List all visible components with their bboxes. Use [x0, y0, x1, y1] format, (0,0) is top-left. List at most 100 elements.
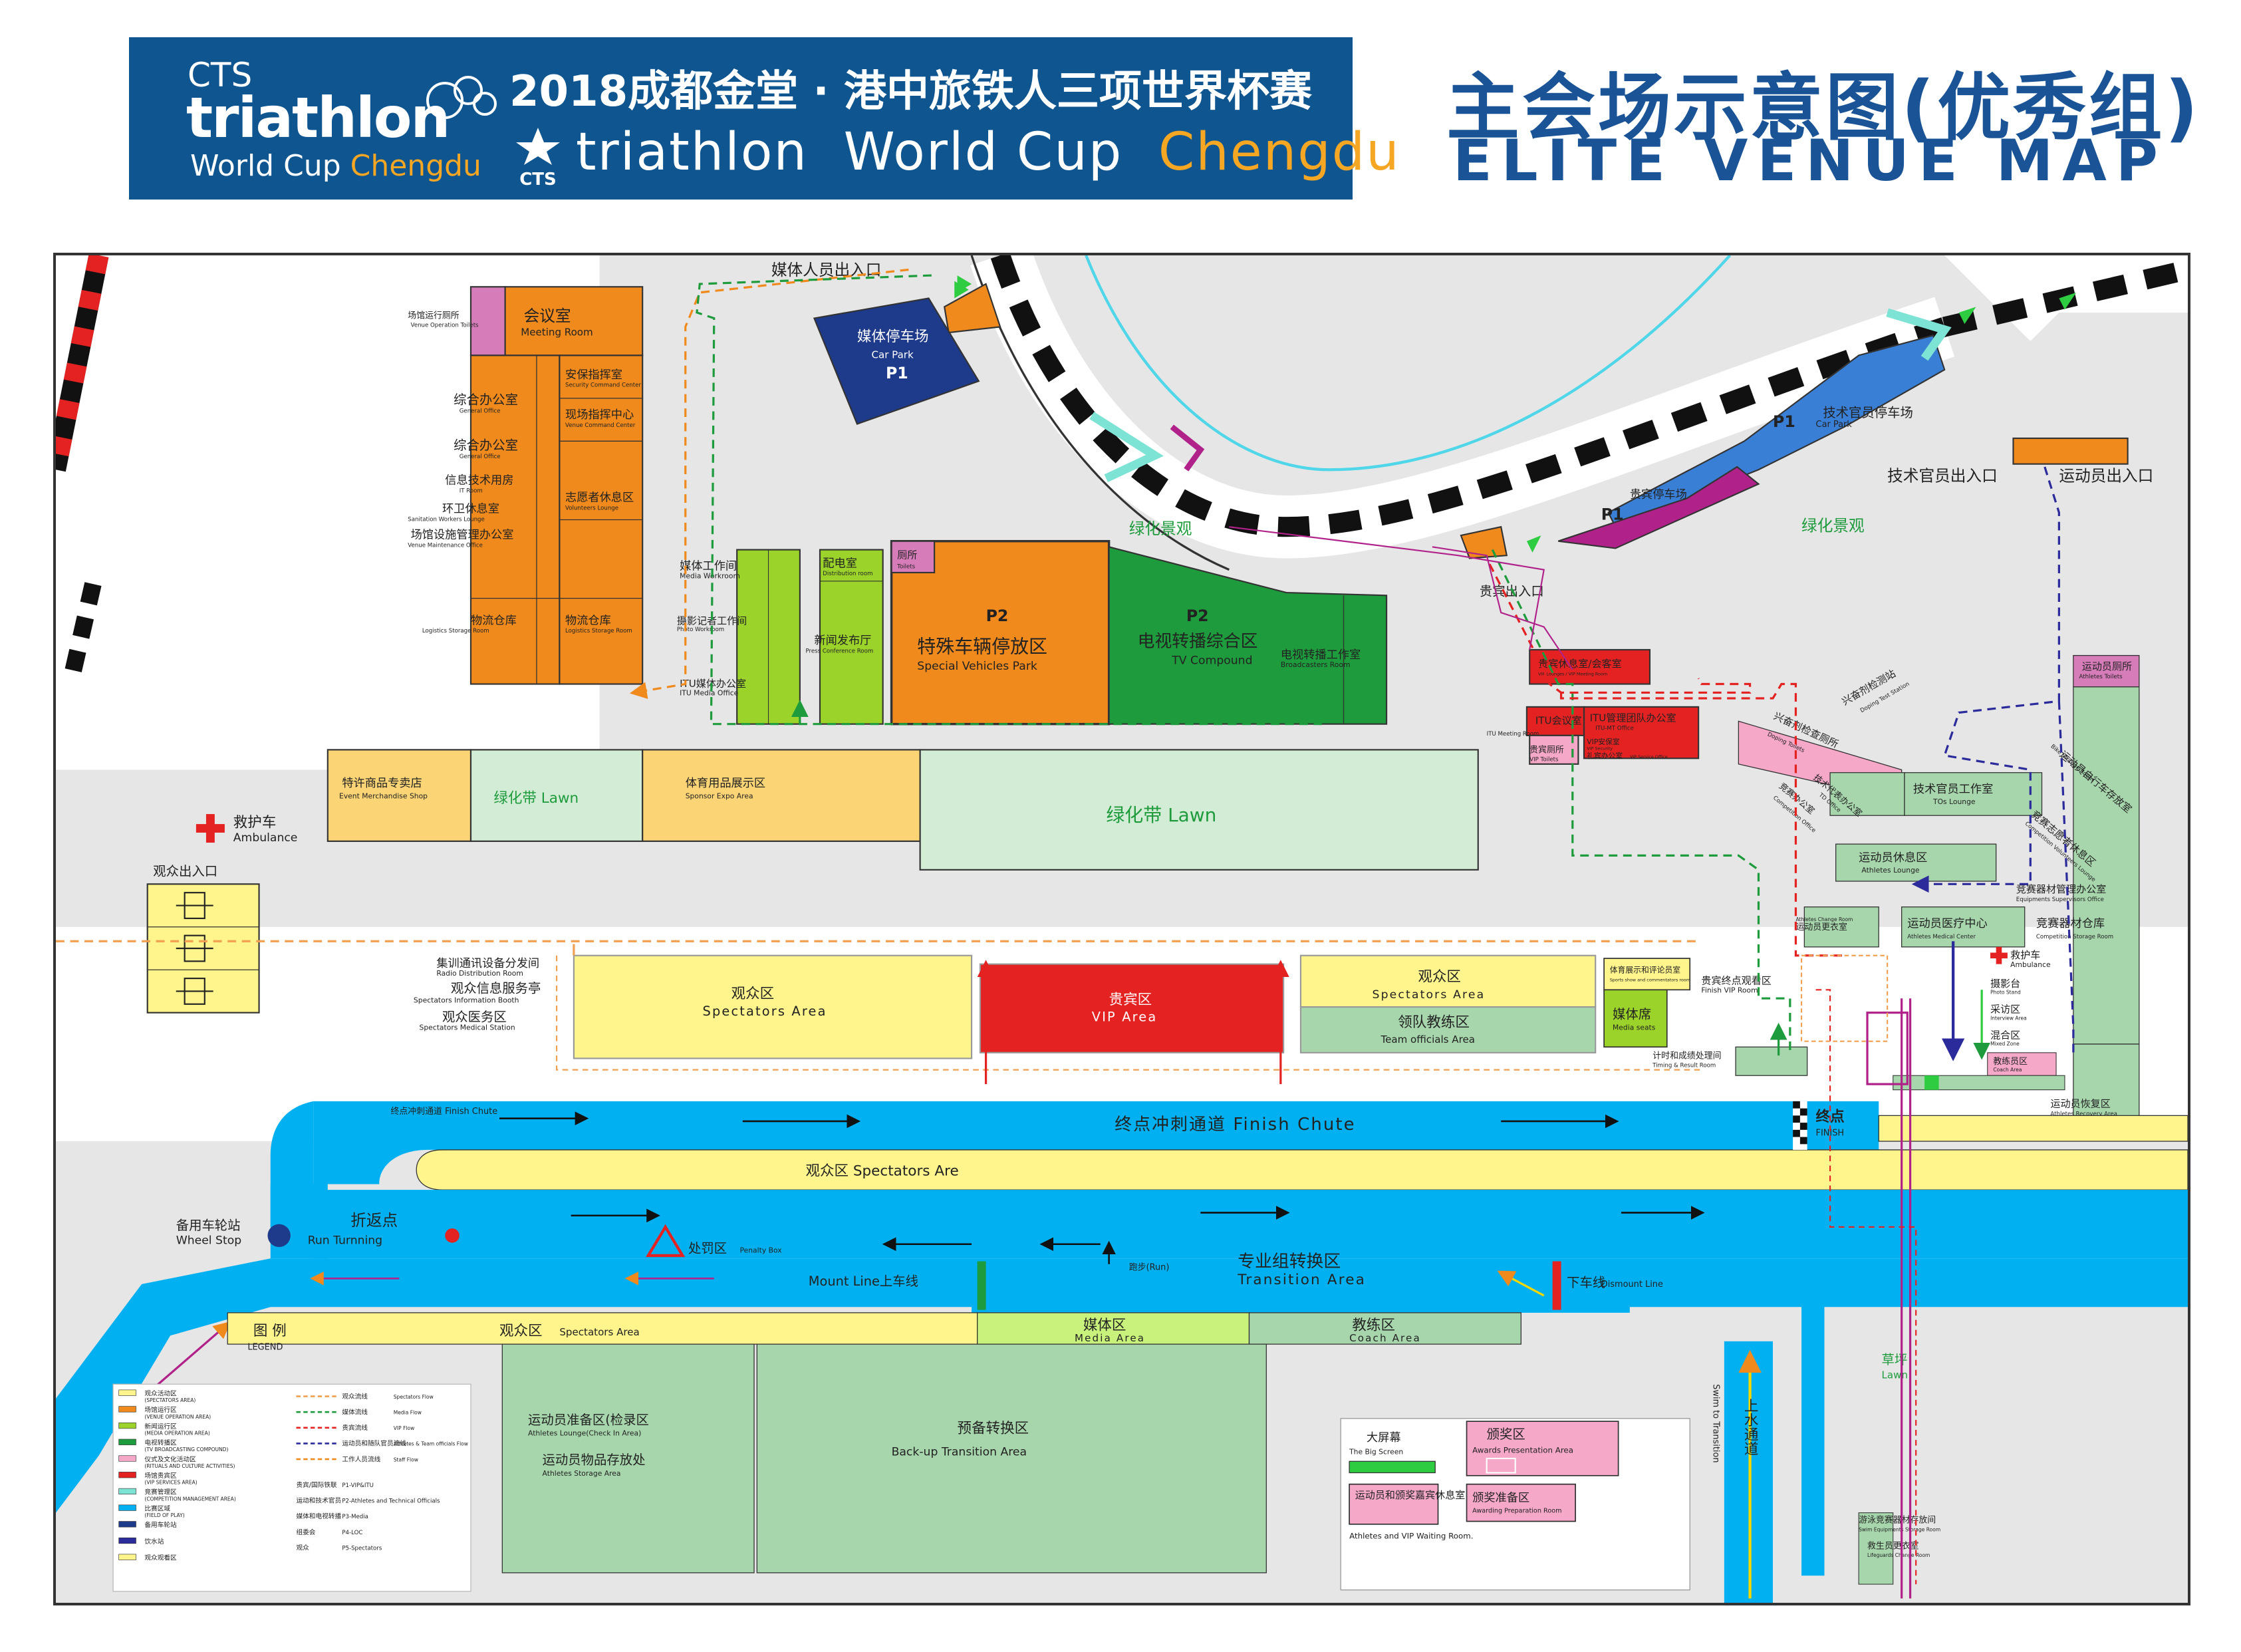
legend-swatch	[118, 1406, 136, 1413]
vip-entrance-gate	[1460, 525, 1508, 559]
awarding-prep-en: Awarding Preparation Room	[1472, 1508, 1561, 1515]
photo-workroom-en: Photo Workroom	[677, 626, 724, 633]
photo-stand-en: Photo Stand	[1990, 990, 2021, 996]
road-chevron-teal-2	[1886, 308, 1952, 361]
team-officials-stand	[1299, 1006, 1597, 1053]
mount-line-marker	[977, 1261, 986, 1310]
greenery-label-2: 绿化景观	[1801, 517, 1865, 535]
spectator-flow-line	[556, 955, 1702, 1071]
media-seats	[1603, 989, 1668, 1048]
lifeguard-cn: 救生员更衣室	[1867, 1540, 1919, 1551]
vip-lounge-en: VIP Lounges / VIP Meeting Room	[1538, 672, 1607, 677]
legend-zone-label: 场馆运行区	[144, 1406, 177, 1414]
awards-cn: 颁奖区	[1487, 1427, 1525, 1442]
team-officials-en: Team officials Area	[1380, 1033, 1475, 1045]
spec-area2-en: Spectators Area	[1373, 988, 1486, 1002]
tos-lounge-en: TOs Lounge	[1932, 797, 1976, 806]
volunteers-cn: 志愿者休息区	[565, 491, 634, 505]
sports-show-room	[1603, 958, 1691, 991]
prep-en: Athletes Lounge(Check In Area)	[528, 1429, 641, 1438]
page-title-en: ELITE VENUE MAP	[1453, 128, 2167, 194]
tech-parking-cn: 技术官员停车场	[1823, 405, 1913, 420]
awarding-prep-room	[1466, 1483, 1576, 1522]
spectators-stand-2	[1299, 954, 1597, 1008]
finish-vip-room	[1800, 954, 1889, 1042]
legend-flow-sub: Athletes & Team officials Flow	[394, 1441, 468, 1447]
athlete-flow-line	[2057, 701, 2075, 1056]
banner-title-en-c: Chengdu	[1158, 122, 1400, 182]
vip-toilets	[1529, 734, 1579, 765]
ambulance-icon-1	[196, 814, 225, 843]
medical-center	[1901, 906, 2026, 948]
finish-vip-cn: 贵宾终点观看区	[1701, 975, 1771, 987]
team-officials-cn: 领队教练区	[1398, 1014, 1470, 1031]
athletes-vip-room	[1349, 1483, 1439, 1525]
venue-map: 媒体人员出入口 媒体停车场 Car Park P1 P1 技术官员停车场 Car…	[46, 245, 2190, 1605]
media-seats-en: Media seats	[1613, 1023, 1656, 1032]
maintenance-en: Venue Maintenance Office	[408, 542, 483, 549]
vip-service-en: VIP Service Office	[1630, 754, 1668, 759]
coach-area-box	[1987, 1052, 2057, 1076]
itu-media-cn: ITU媒体办公室	[680, 678, 746, 690]
spec-area2-cn: 观众区	[1418, 968, 1461, 985]
lawn-right-en: Lawn	[1882, 1369, 1908, 1381]
athletes-vip-cn: 运动员和颁奖嘉宾休息室	[1355, 1489, 1466, 1501]
general-office2-cn: 综合办公室	[454, 438, 518, 453]
legend-code-sub: P2-Athletes and Technical Officials	[342, 1498, 440, 1505]
legend-zone-label: 竞赛管理区	[144, 1488, 177, 1496]
legend-swatch	[118, 1472, 136, 1478]
spec-area1-en: Spectators Area	[703, 1004, 827, 1019]
legend-title-cn: 图 例	[253, 1323, 287, 1339]
dismount-line-marker	[1552, 1261, 1561, 1310]
athletes-lounge-cn: 运动员休息区	[1859, 851, 1927, 865]
itu-meeting-cn: ITU会议室	[1535, 715, 1582, 727]
tv-compound	[1108, 545, 1388, 725]
equip-office-cn: 竞赛器材管理办公室	[2016, 883, 2107, 895]
run-turn-en: Run Turnning	[308, 1234, 382, 1248]
legend-swatch	[118, 1389, 136, 1396]
legend-zone-label: 备用车轮站	[144, 1521, 177, 1529]
spec-info-cn: 观众信息服务亭	[451, 981, 541, 996]
legend-flow-label: 运动员和随队官员流线	[342, 1440, 406, 1448]
vip-security-en: VIP Security	[1587, 746, 1613, 751]
special-vehicles-cn: 特殊车辆停放区	[917, 635, 1047, 657]
athlete-change-room	[1803, 906, 1879, 948]
merch-shop	[327, 749, 472, 842]
tv-compound-en: TV Compound	[1171, 654, 1252, 667]
vip-flow-line	[1815, 989, 1917, 1585]
press-conf-cn: 新闻发布厅	[814, 634, 871, 647]
turn-point-icon	[445, 1228, 460, 1243]
tech-official-entrance-label: 技术官员出入口	[1887, 466, 1998, 485]
road-chevron-teal	[1089, 412, 1164, 482]
banner-title-cn: 2018成都金堂 · 港中旅铁人三项世界杯赛	[509, 67, 1312, 116]
legend-code-label: 观众	[296, 1545, 309, 1552]
awards-en: Awards Presentation Area	[1472, 1445, 1573, 1454]
swim-lane-right	[1801, 1304, 1825, 1576]
finish-right-spec	[1878, 1115, 2188, 1142]
sponsor-en: Sponsor Expo Area	[686, 791, 753, 800]
legend-zone-sub: (COMPETITION MANAGEMENT AREA)	[144, 1496, 235, 1502]
legend-flow-label: 观众流线	[342, 1393, 368, 1401]
logistics1-en: Logistics Storage Room	[422, 628, 489, 634]
security-cmd-cn: 安保指挥室	[565, 368, 622, 382]
vip-route-line	[1229, 526, 1545, 650]
run-turn-cn: 折返点	[350, 1211, 398, 1230]
coach-bottom-en: Coach Area	[1349, 1332, 1421, 1344]
legend-flow-sub: Staff Flow	[394, 1456, 418, 1462]
tv-compound-cn: 电视转播综合区	[1138, 632, 1258, 652]
road-chevron-purple	[1170, 424, 1205, 472]
swim-storage-cn: 游泳竞赛器材存放间	[1859, 1515, 1936, 1526]
special-vehicles-p2: P2	[986, 607, 1009, 625]
spectators-strip-label: 观众区 Spectators Are	[805, 1163, 958, 1180]
athletes-lounge-en: Athletes Lounge	[1861, 866, 1920, 875]
media-flow-line	[696, 274, 1322, 726]
interview-cn: 采访区	[1990, 1004, 2020, 1016]
media-workroom-cn: 媒体工作间	[680, 560, 737, 573]
lawn-strip-1	[469, 749, 644, 842]
legend-swatch	[118, 1554, 136, 1560]
awards-area	[1466, 1421, 1619, 1476]
equip-office-en: Equipments Supervisors Office	[2016, 896, 2104, 903]
meeting-room-en: Meeting Room	[521, 326, 593, 338]
road-arrow-icon	[1526, 535, 1541, 553]
road-arrow-icon	[2059, 292, 2077, 310]
